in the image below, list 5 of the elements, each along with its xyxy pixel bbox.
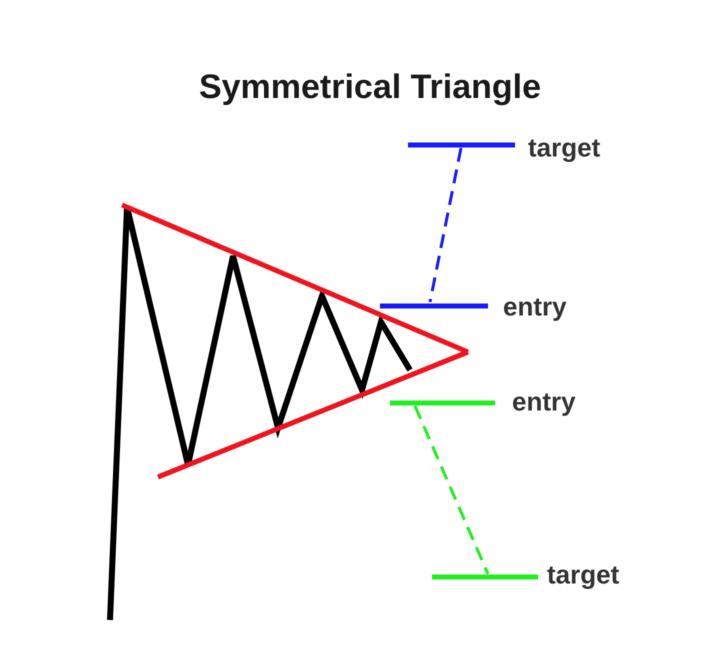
title: Symmetrical Triangle xyxy=(198,68,542,107)
level-label: entry xyxy=(512,386,576,418)
level-label: entry xyxy=(503,292,567,322)
level-label: target xyxy=(547,560,620,590)
level-label: target xyxy=(528,132,600,164)
